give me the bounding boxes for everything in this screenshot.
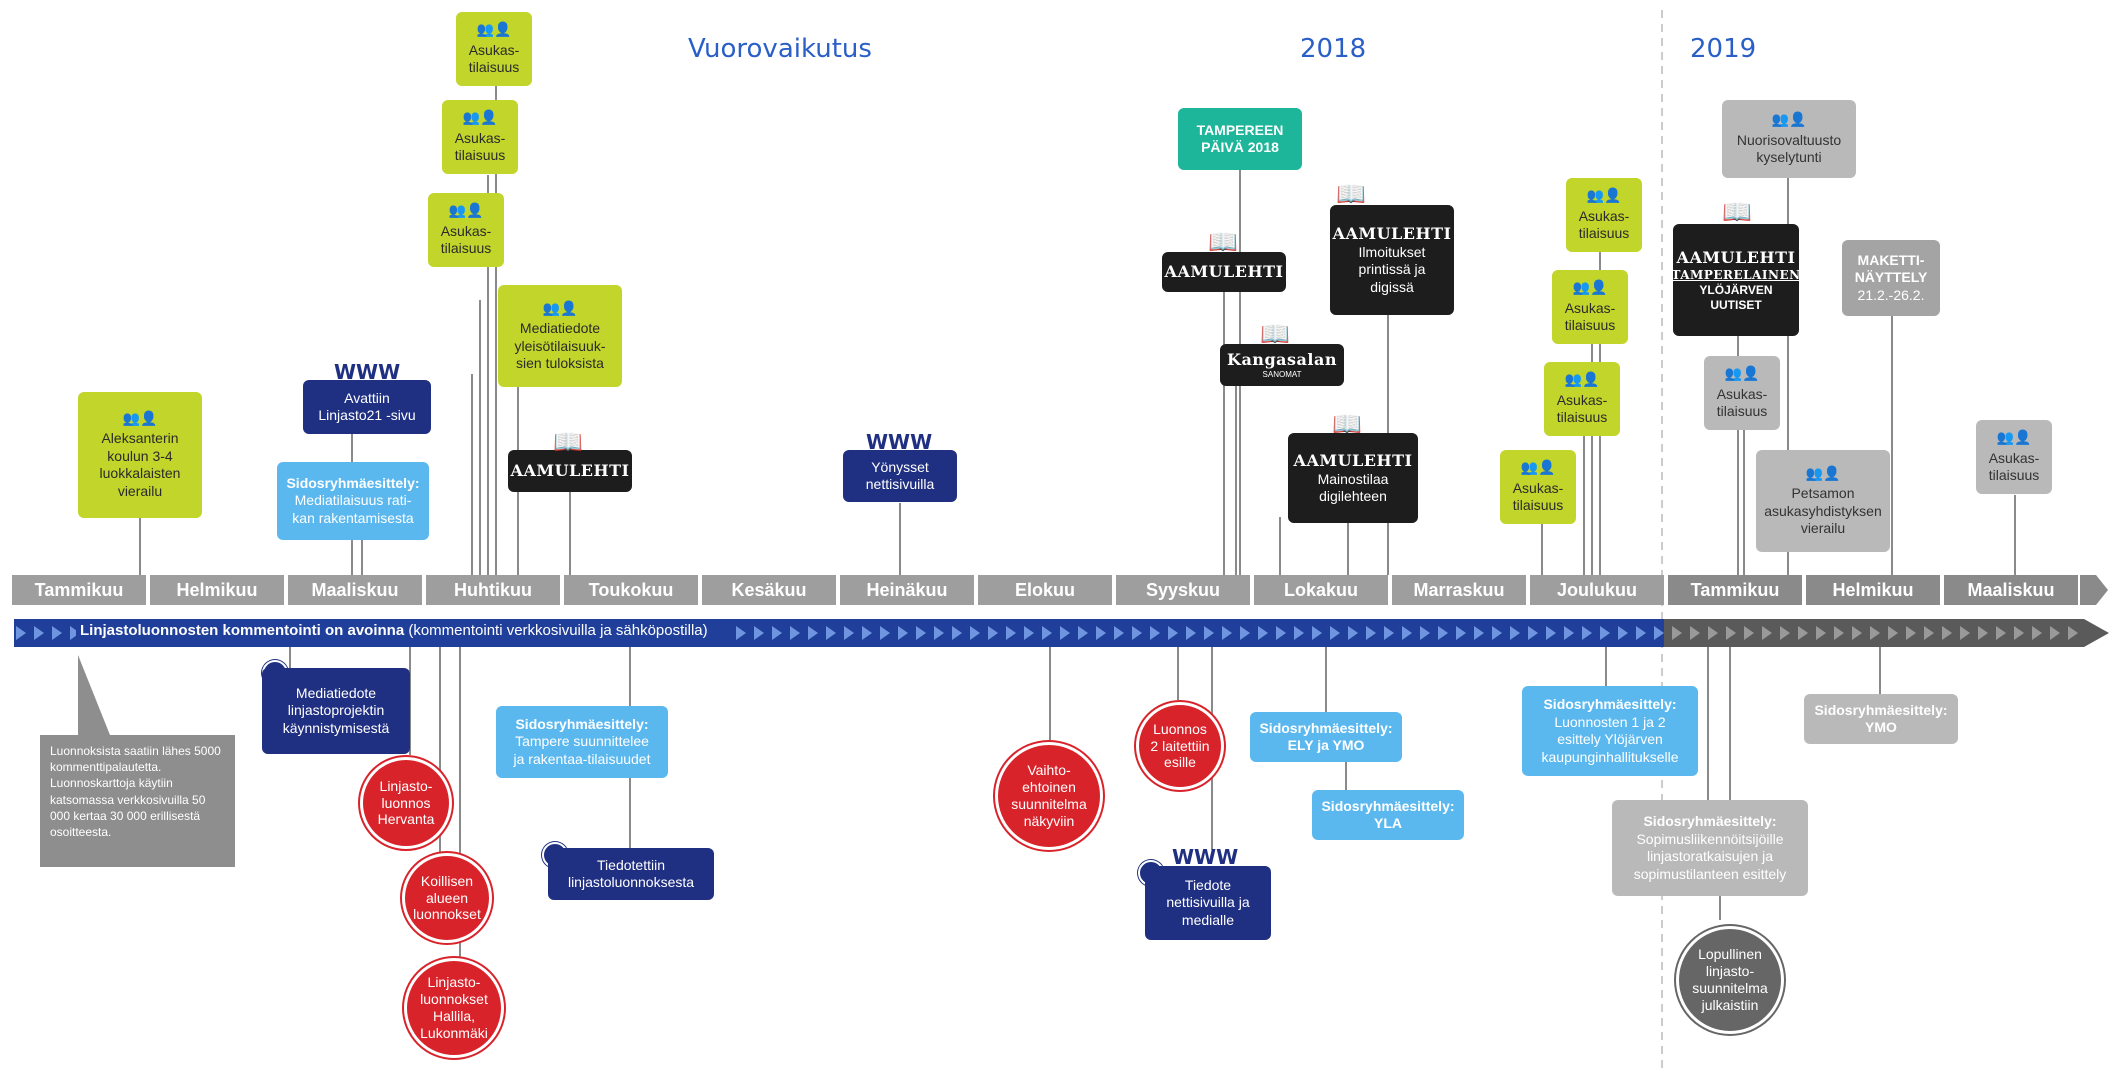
month-10: Marraskuu (1392, 575, 1526, 605)
stakeholder-ely-ymo: Sidosryhmäesittely:ELY ja YMO (1250, 712, 1402, 762)
month-1: Helmikuu (150, 575, 284, 605)
heading-interaction: Vuorovaikutus (688, 34, 872, 64)
people-icon: 👥👤 (1572, 279, 1608, 296)
month-14: Maaliskuu (1944, 575, 2078, 605)
month-11: Joulukuu (1530, 575, 1664, 605)
newspaper-icon: 📖 (1722, 199, 1752, 226)
people-icon: 👥👤 (1771, 111, 1807, 128)
month-3: Huhtikuu (426, 575, 560, 605)
people-icon: 👥👤 (1724, 365, 1760, 382)
resident-event-7: 👥👤 Asukas-tilaisuus (1500, 450, 1576, 524)
newspaper-icon: 📖 (1336, 181, 1366, 208)
people-icon: 👥👤 (1805, 464, 1841, 481)
people-icon: 👥👤 (462, 109, 498, 126)
heading-year-2019: 2019 (1690, 34, 1757, 64)
people-icon: 👥👤 (1996, 429, 2032, 446)
resident-event-5: 👥👤 Asukas-tilaisuus (1552, 270, 1628, 344)
commenting-bar-label: Linjastoluonnosten kommentointi on avoin… (80, 622, 708, 639)
resident-event-3: 👥👤 Asukas-tilaisuus (428, 193, 504, 267)
month-7: Elokuu (978, 575, 1112, 605)
newspaper-icon: 📖 (1260, 321, 1290, 348)
resident-event-1: 👥👤 Asukas-tilaisuus (456, 12, 532, 86)
resident-event-2: 👥👤 Asukas-tilaisuus (442, 100, 518, 174)
month-6: Heinäkuu (840, 575, 974, 605)
month-4: Toukokuu (564, 575, 698, 605)
people-icon: 👥👤 (476, 21, 512, 38)
resident-event-6: 👥👤 Asukas-tilaisuus (1544, 362, 1620, 436)
stakeholder-media-event: Sidosryhmäesittely:Mediatilaisuus rati-k… (277, 462, 429, 540)
resident-event-9: 👥👤 Asukas-tilaisuus (1976, 420, 2052, 494)
aamulehti-ad-1: AAMULEHTI (508, 450, 632, 492)
newspapers-2019: AAMULEHTI TAMPERELAINEN YLÖJÄRVEN UUTISE… (1671, 224, 1800, 336)
www-icon: WWW (1172, 845, 1239, 869)
month-8: Syyskuu (1116, 575, 1250, 605)
commenting-bar (14, 619, 2109, 647)
resident-event-4: 👥👤 Asukas-tilaisuus (1566, 178, 1642, 252)
heading-year-2018: 2018 (1300, 34, 1367, 64)
people-icon: 👥👤 (122, 409, 158, 426)
month-13: Helmikuu (1806, 575, 1940, 605)
people-icon: 👥👤 (448, 202, 484, 219)
people-icon: 👥👤 (1586, 187, 1622, 204)
month-arrow-icon (2080, 575, 2108, 605)
stakeholder-yla: Sidosryhmäesittely:YLA (1312, 790, 1464, 840)
newspaper-icon: 📖 (553, 429, 583, 456)
people-icon: 👥👤 (542, 299, 578, 316)
people-icon: 👥👤 (1564, 371, 1600, 388)
newspaper-icon: 📖 (1208, 229, 1238, 256)
resident-event-8: 👥👤 Asukas-tilaisuus (1704, 356, 1780, 430)
comment-stats-note: Luonnoksista saatiin lähes 5000 kommentt… (40, 735, 235, 867)
people-icon: 👥👤 (1520, 459, 1556, 476)
month-2: Maaliskuu (288, 575, 422, 605)
month-5: Kesäkuu (702, 575, 836, 605)
stakeholder-ymo-2019: Sidosryhmäesittely:YMO (1804, 694, 1958, 744)
aamulehti-ad-2: AAMULEHTI (1162, 252, 1286, 292)
month-0: Tammikuu (12, 575, 146, 605)
stakeholder-operators: Sidosryhmäesittely:Sopimusliikennöitsijö… (1612, 800, 1808, 896)
month-12: Tammikuu (1668, 575, 1802, 605)
month-9: Lokakuu (1254, 575, 1388, 605)
